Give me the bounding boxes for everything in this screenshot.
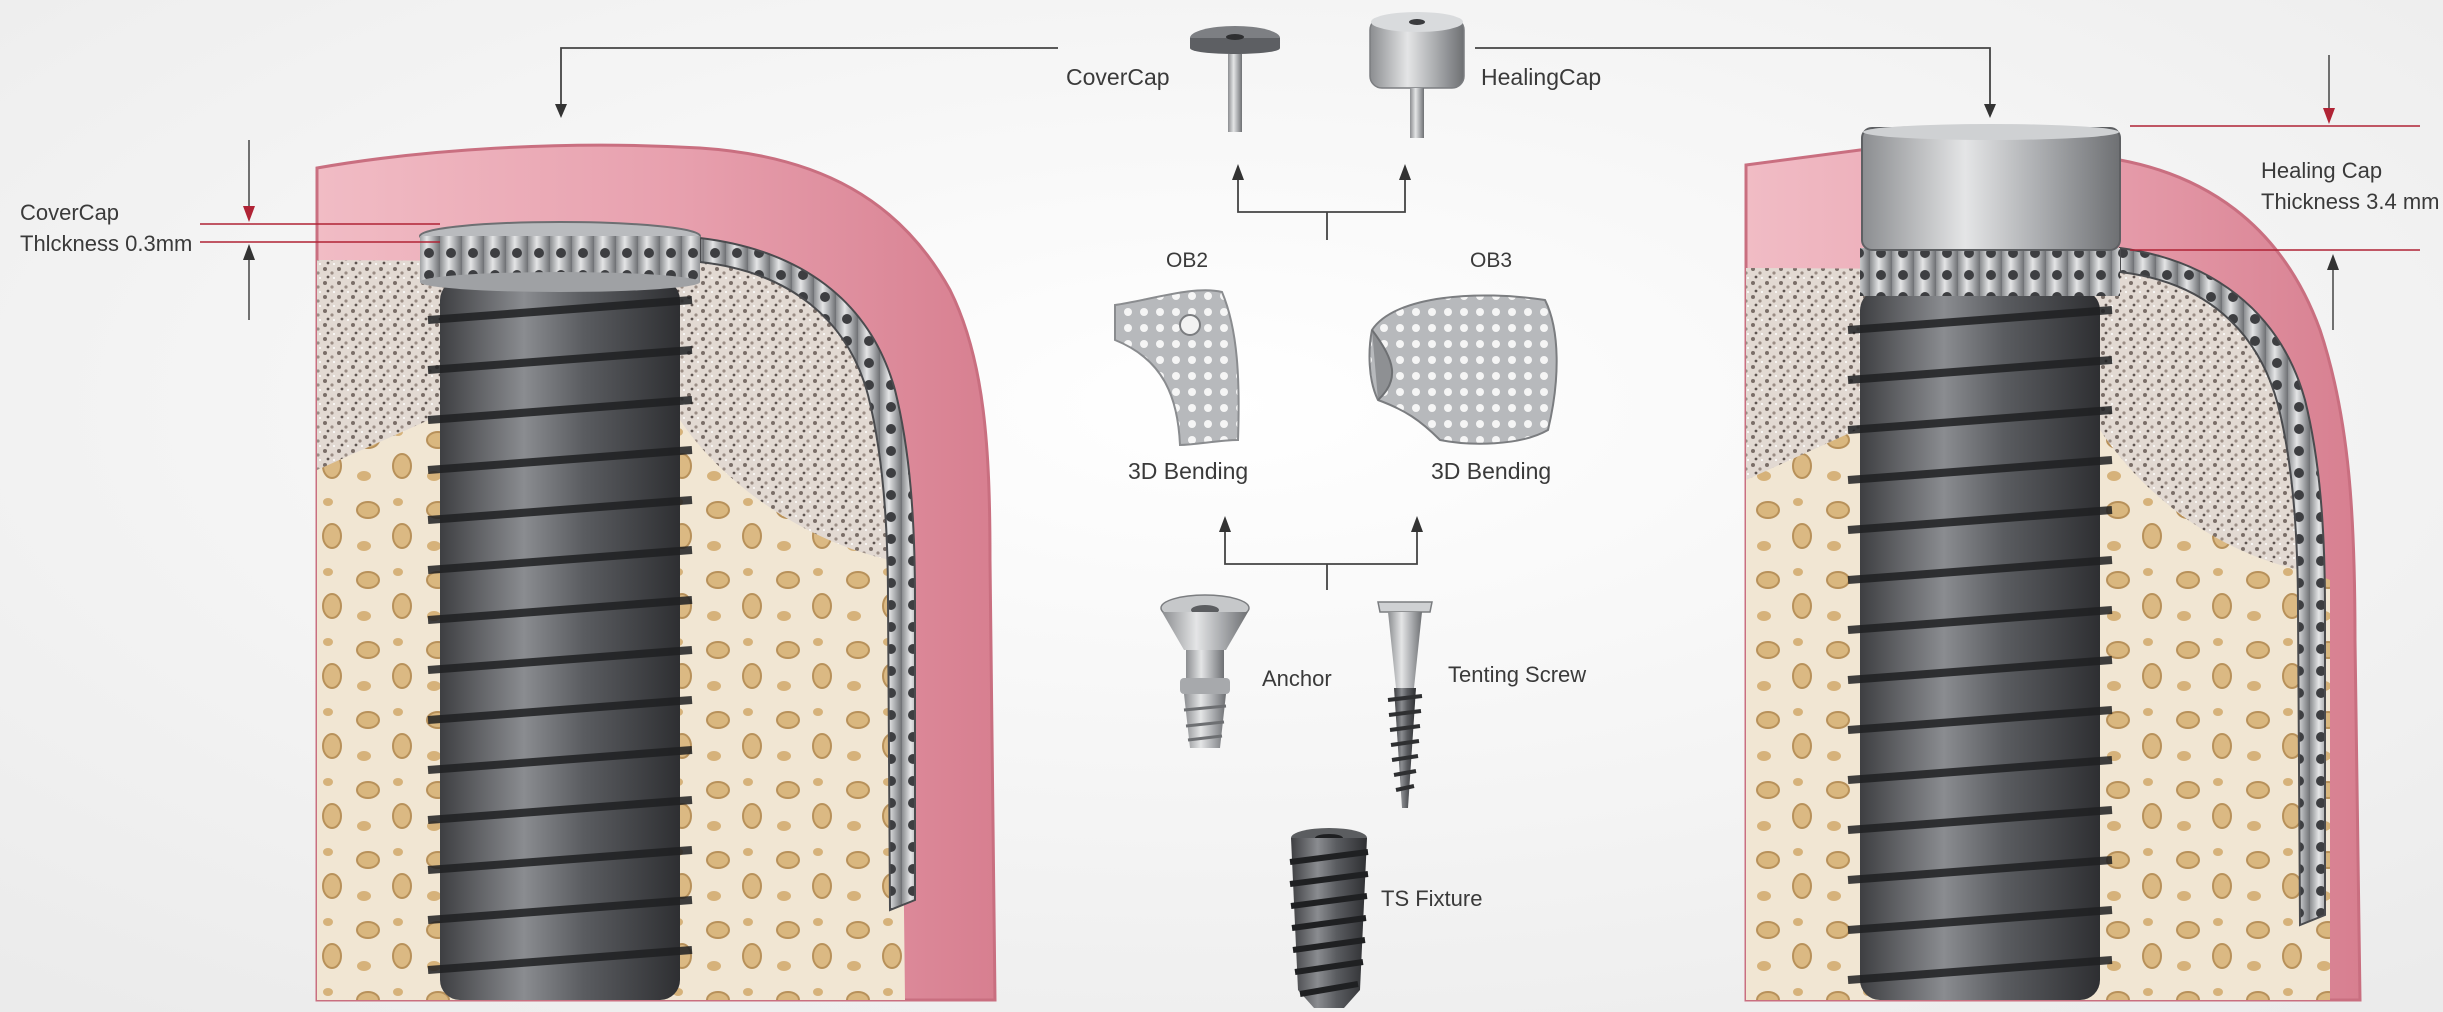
- healing-cap-dimension-label: Healing Cap Thickness 3.4 mm: [2261, 155, 2440, 217]
- cover-cap-dimension-line2: Thlckness 0.3mm: [20, 228, 192, 259]
- cover-cap-dimension-line1: CoverCap: [20, 197, 192, 228]
- healing-cap-dimension-line2: Thickness 3.4 mm: [2261, 186, 2440, 217]
- healing-cap-dimension-line1: Healing Cap: [2261, 155, 2440, 186]
- cover-cap-dimension-label: CoverCap Thlckness 0.3mm: [20, 197, 192, 259]
- right-cross-section: [1746, 124, 2360, 1000]
- bending-left-label: 3D Bending: [1128, 458, 1248, 486]
- healing-cap-label: HealingCap: [1481, 64, 1601, 92]
- left-implant-fixture: [428, 280, 692, 1000]
- left-cover-cap: [420, 222, 700, 292]
- ob3-label: OB3: [1470, 248, 1512, 273]
- ts-fixture-part: [1290, 828, 1368, 1008]
- right-implant-fixture: [1848, 290, 2112, 1000]
- tenting-screw-label: Tenting Screw: [1448, 662, 1586, 688]
- anchor-label: Anchor: [1262, 666, 1332, 692]
- cover-cap-label: CoverCap: [1066, 64, 1170, 92]
- bending-right-label: 3D Bending: [1431, 458, 1551, 486]
- ob2-label: OB2: [1166, 248, 1208, 273]
- ts-fixture-label: TS Fixture: [1381, 886, 1482, 912]
- right-healing-cap: [1860, 124, 2120, 296]
- left-cross-section: [317, 145, 995, 1000]
